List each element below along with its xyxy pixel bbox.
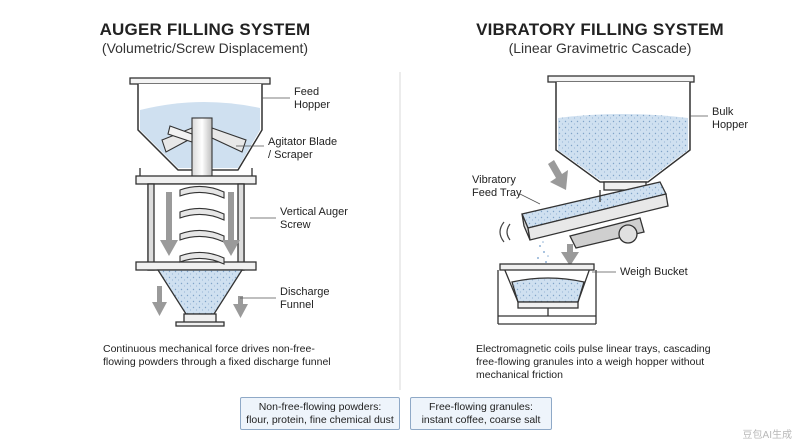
watermark: 豆包AI生成	[742, 430, 792, 441]
auger-caption: Continuous mechanical force drives non-f…	[103, 343, 331, 368]
vibratory-materials-box: Free-flowing granules: instant coffee, c…	[410, 397, 552, 430]
feed-tray-label: Vibratory Feed Tray	[472, 174, 522, 199]
vibratory-leader-lines	[519, 115, 708, 273]
vibratory-arrows	[548, 160, 579, 266]
agitator-label: Agitator Blade / Scraper	[268, 136, 338, 161]
discharge-arrows	[152, 286, 248, 318]
discharge-funnel-label: Discharge Funnel	[280, 286, 330, 311]
feed-hopper-label: Feed Hopper	[294, 86, 331, 111]
auger-screw-label: Vertical Auger Screw	[280, 206, 348, 231]
vibratory-subtitle: (Linear Gravimetric Cascade)	[508, 40, 692, 56]
vibratory-tray-shape	[521, 181, 669, 249]
bulk-hopper-label: Bulk Hopper	[712, 106, 749, 131]
bulk-hopper-shape	[547, 75, 695, 191]
auger-flow-arrows	[160, 192, 240, 256]
auger-subtitle: (Volumetric/Screw Displacement)	[101, 40, 309, 56]
weigh-bucket-shape	[497, 263, 597, 325]
auger-materials-box: Non-free-flowing powders: flour, protein…	[240, 397, 400, 430]
vibratory-caption: Electromagnetic coils pulse linear trays…	[476, 343, 711, 381]
auger-leader-lines	[236, 97, 290, 299]
auger-title: AUGER FILLING SYSTEM	[99, 20, 311, 39]
weigh-bucket-label: Weigh Bucket	[620, 266, 688, 278]
discharge-funnel-shape	[156, 269, 244, 327]
vibration-waves	[499, 221, 511, 243]
vibratory-title: VIBRATORY FILLING SYSTEM	[476, 20, 724, 39]
